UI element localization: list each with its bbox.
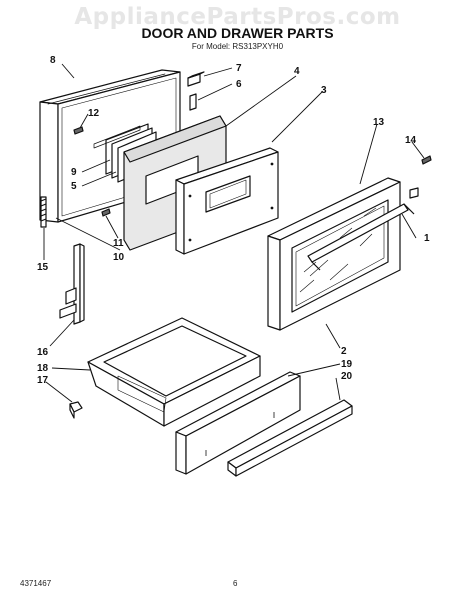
callout-13: 13: [373, 117, 385, 128]
callout-18: 18: [37, 363, 49, 374]
watermark: AppliancePartsPros.com: [74, 4, 401, 30]
page-number: 6: [233, 579, 238, 588]
document-number: 4371467: [20, 579, 52, 588]
door-hinge: [59, 243, 85, 325]
callout-8: 8: [50, 55, 56, 66]
callout-7: 7: [236, 63, 242, 74]
drawer-roller: [69, 401, 83, 419]
door-hinge-spring: [40, 196, 47, 228]
callout-2: 2: [341, 346, 347, 357]
door-clips: [187, 71, 205, 111]
callout-11: 11: [113, 238, 124, 249]
callout-3: 3: [321, 85, 327, 96]
callout-19: 19: [341, 359, 353, 370]
drawer-front-panel: [175, 371, 301, 475]
drawer-glass-frame: [267, 177, 419, 331]
leader-lines: [43, 63, 425, 403]
callout-15: 15: [37, 262, 49, 273]
callout-4: 4: [294, 66, 300, 77]
callout-10: 10: [113, 252, 125, 263]
door-screws: [73, 126, 111, 217]
model-subtitle: For Model: RS313PXYH0: [191, 42, 284, 51]
inner-door-panel: [175, 147, 279, 255]
callout-12: 12: [88, 108, 100, 119]
callout-1: 1: [424, 233, 430, 244]
callout-9: 9: [71, 167, 77, 178]
callout-numbers: 8 7 6 4 3 12 9 5 13 14 11 10 15 1 16 18 …: [37, 55, 430, 386]
drawer-screw: [421, 155, 432, 165]
page-title: DOOR AND DRAWER PARTS: [141, 25, 334, 41]
storage-drawer: [87, 317, 261, 427]
callout-16: 16: [37, 347, 49, 358]
drawer-handle: [227, 399, 353, 477]
callout-20: 20: [341, 371, 353, 382]
callout-5: 5: [71, 181, 77, 192]
callout-6: 6: [236, 79, 242, 90]
callout-14: 14: [405, 135, 417, 146]
callout-17: 17: [37, 375, 49, 386]
